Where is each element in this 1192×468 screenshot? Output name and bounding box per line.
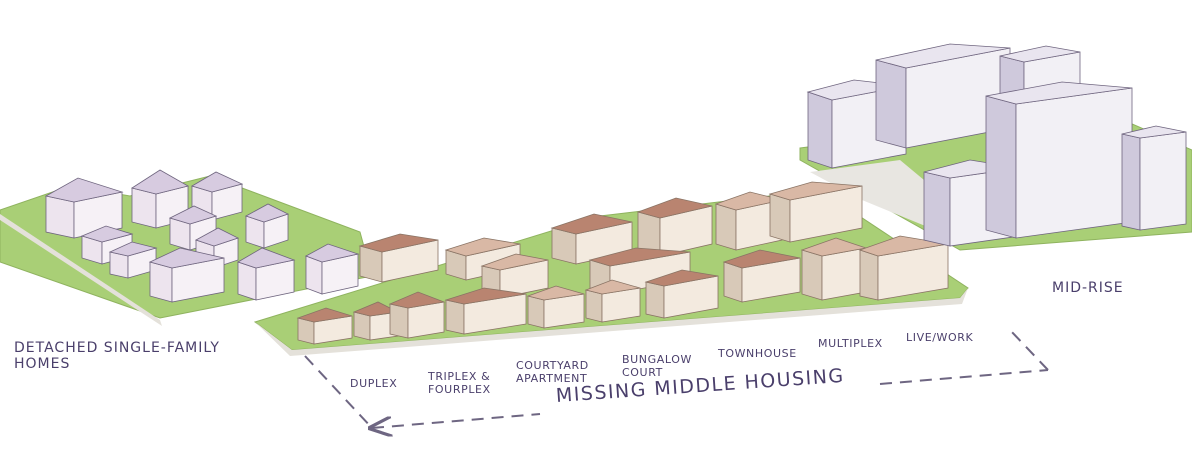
label-triplex-line1: TRIPLEX &	[428, 371, 491, 384]
building	[724, 250, 800, 302]
label-bungalow-line1: BUNGALOW	[622, 354, 692, 367]
mid-rise-block	[986, 82, 1132, 238]
bracket-right-diagonal	[1010, 330, 1048, 370]
label-triplex-fourplex: TRIPLEX & FOURPLEX	[428, 371, 491, 396]
bracket-bottom-left	[372, 414, 540, 428]
bracket-left-diagonal	[305, 356, 372, 428]
label-detached-line1: DETACHED SINGLE-FAMILY	[14, 340, 220, 356]
mid-rise-buildings	[808, 44, 1186, 246]
label-mid-rise: MID-RISE	[1052, 280, 1124, 296]
mid-rise-block	[1122, 126, 1186, 230]
building	[860, 236, 948, 300]
house	[306, 244, 358, 294]
label-courtyard-line1: COURTYARD	[516, 360, 589, 373]
label-detached-single-family: DETACHED SINGLE-FAMILY HOMES	[14, 340, 220, 372]
label-duplex: DUPLEX	[350, 378, 397, 391]
building	[802, 238, 866, 300]
label-live-work: LIVE/WORK	[906, 332, 973, 345]
label-townhouse: TOWNHOUSE	[718, 348, 797, 361]
label-detached-line2: HOMES	[14, 356, 220, 372]
label-courtyard-apartment: COURTYARD APARTMENT	[516, 360, 589, 385]
bracket-bottom-right	[880, 370, 1048, 384]
label-triplex-line2: FOURPLEX	[428, 384, 491, 397]
label-multiplex: MULTIPLEX	[818, 338, 883, 351]
